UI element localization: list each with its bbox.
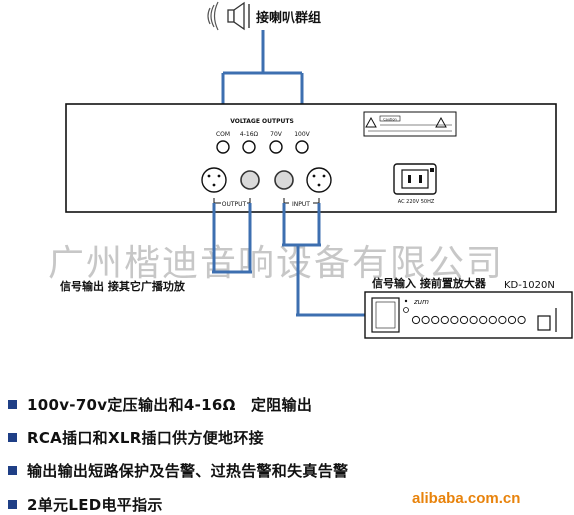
speaker-icon xyxy=(207,1,250,31)
rca-output-connector[interactable] xyxy=(240,170,260,190)
preamp-knob xyxy=(411,315,421,325)
bullet-icon xyxy=(8,465,17,475)
preamp-knob xyxy=(488,315,497,325)
preamp-knob xyxy=(507,315,517,325)
terminal-100v[interactable] xyxy=(295,140,309,154)
signal-input-callout: 信号输入 接前置放大器 xyxy=(372,276,487,290)
amplifier-rear-panel xyxy=(65,103,557,213)
xlr-output-connector[interactable] xyxy=(201,167,227,193)
preamp-knob xyxy=(498,315,507,325)
output-label: OUTPUT xyxy=(222,201,247,208)
feature-item: RCA插口和XLR插口供方便地环接 xyxy=(8,426,264,448)
preamp-knob xyxy=(440,315,449,325)
feature-text: 输出输出短路保护及告警、过热告警和失真告警 xyxy=(27,461,349,480)
preamplifier-unit xyxy=(364,291,573,339)
bullet-icon xyxy=(8,499,17,509)
preamp-knob xyxy=(469,315,478,325)
xlr-input-connector[interactable] xyxy=(306,167,332,193)
model-number: KD-1020N xyxy=(504,280,555,291)
feature-text: RCA插口和XLR插口供方便地环接 xyxy=(27,428,264,447)
preamp-knob xyxy=(421,315,430,325)
signal-output-callout: 信号输出 接其它广播功放 xyxy=(60,279,186,293)
company-watermark: 广州楷迪音响设备有限公司 xyxy=(48,243,505,284)
feature-text: 100v-70v定压输出和4-16Ω 定阻输出 xyxy=(27,395,313,414)
terminal-label-com: COM xyxy=(216,131,230,138)
preamp-knob xyxy=(450,315,459,325)
input-label: INPUT xyxy=(292,201,310,208)
terminal-70v[interactable] xyxy=(269,140,283,154)
bullet-icon xyxy=(8,399,17,409)
feature-item: 输出输出短路保护及告警、过热告警和失真告警 xyxy=(8,459,348,481)
preamp-knob xyxy=(479,315,488,325)
speaker-group-label: 接喇叭群组 xyxy=(256,10,321,26)
preamp-knob xyxy=(431,315,440,325)
terminal-label-4-16: 4-16Ω xyxy=(240,131,259,138)
bullet-icon xyxy=(8,432,17,442)
alibaba-site-watermark: alibaba.com.cn xyxy=(412,490,521,507)
feature-text: 2单元LED电平指示 xyxy=(27,495,163,514)
rca-input-connector[interactable] xyxy=(274,170,294,190)
preamp-brand-logo: zum xyxy=(413,298,429,306)
feature-item: 2单元LED电平指示 xyxy=(8,493,163,515)
terminal-label-100v: 100V xyxy=(294,131,310,138)
terminal-com[interactable] xyxy=(216,140,230,154)
voltage-outputs-label: VOLTAGE OUTPUTS xyxy=(230,118,294,125)
feature-item: 100v-70v定压输出和4-16Ω 定阻输出 xyxy=(8,393,312,415)
terminal-label-70v: 70V xyxy=(270,131,283,138)
warning-label: Caution xyxy=(363,111,457,137)
power-rating-label: AC 220V 50HZ xyxy=(398,199,435,205)
preamp-knob xyxy=(459,315,469,325)
preamp-knob xyxy=(517,315,526,325)
preamp-knob-row xyxy=(411,315,526,325)
power-socket[interactable] xyxy=(393,163,437,195)
warning-caution-text: Caution xyxy=(383,118,397,122)
io-wires xyxy=(212,203,372,317)
terminal-4-16[interactable] xyxy=(242,140,256,154)
